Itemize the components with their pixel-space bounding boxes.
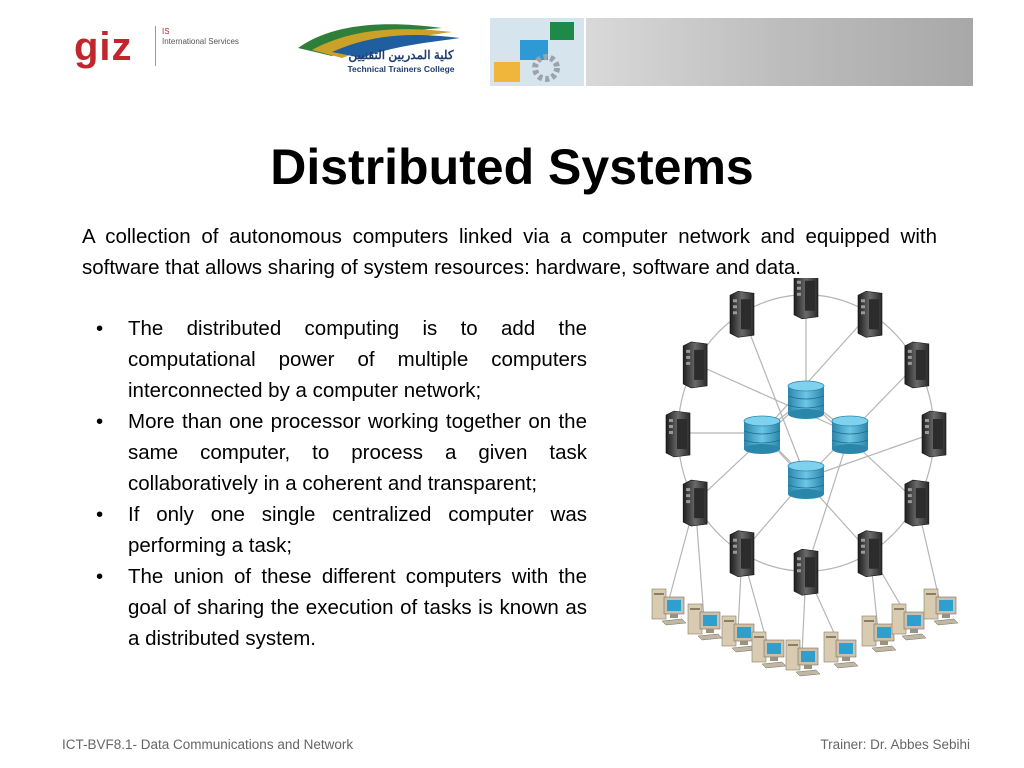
college-name-arabic: كلية المدربين التقنيين	[348, 48, 454, 62]
distributed-network-diagram	[651, 278, 959, 677]
server-tower-icon	[729, 290, 755, 338]
server-tower-icon	[921, 410, 947, 458]
gear-logo	[490, 18, 584, 86]
bullet-item: • If only one single centralized computer…	[96, 499, 587, 561]
giz-services-label: International Services	[162, 37, 239, 46]
network-link	[694, 363, 851, 434]
slide-header: giz IS International Services كلية المدر…	[0, 0, 1024, 100]
header-gradient-bar	[586, 18, 973, 86]
bullet-text: The union of these different computers w…	[128, 565, 587, 650]
slide-title: Distributed Systems	[270, 139, 754, 195]
network-nodes	[651, 278, 959, 677]
bullet-text: If only one single centralized computer …	[128, 503, 587, 557]
server-tower-icon	[793, 548, 819, 596]
server-tower-icon	[904, 341, 930, 389]
workstation-computer-icon	[861, 615, 897, 653]
college-name-english: Technical Trainers College	[347, 64, 455, 74]
workstation-computer-icon	[751, 631, 787, 669]
server-tower-icon	[793, 278, 819, 320]
bullet-dot: •	[96, 565, 104, 588]
workstation-computer-icon	[891, 603, 927, 641]
workstation-computer-icon	[721, 615, 757, 653]
bullet-list: • The distributed computing is to add the…	[96, 313, 587, 654]
server-tower-icon	[729, 530, 755, 578]
bullet-dot: •	[96, 410, 104, 433]
bullet-dot: •	[96, 317, 104, 340]
database-cylinder-icon	[787, 460, 825, 499]
workstation-computer-icon	[785, 639, 821, 677]
database-cylinder-icon	[743, 415, 781, 454]
server-tower-icon	[682, 479, 708, 527]
network-link	[741, 313, 807, 479]
bullet-dot: •	[96, 503, 104, 526]
giz-is-label: IS	[162, 27, 170, 36]
bullet-item: • The distributed computing is to add the…	[96, 313, 587, 406]
logo-divider	[155, 26, 156, 66]
database-cylinder-icon	[787, 380, 825, 419]
server-tower-icon	[665, 410, 691, 458]
footer-trainer: Trainer: Dr. Abbes Sebihi	[820, 737, 970, 752]
server-tower-icon	[682, 341, 708, 389]
bullet-item: • More than one processor working togethe…	[96, 406, 587, 499]
workstation-computer-icon	[823, 631, 859, 669]
database-cylinder-icon	[831, 415, 869, 454]
server-tower-icon	[904, 479, 930, 527]
giz-logo: giz	[74, 25, 133, 69]
intro-paragraph: A collection of autonomous computers lin…	[82, 225, 937, 279]
workstation-computer-icon	[687, 603, 723, 641]
footer-course: ICT-BVF8.1- Data Communications and Netw…	[62, 737, 354, 752]
server-tower-icon	[857, 530, 883, 578]
network-link	[761, 312, 871, 434]
workstation-computer-icon	[923, 588, 959, 626]
gear-icon	[494, 22, 574, 82]
bullet-text: More than one processor working together…	[128, 410, 587, 495]
server-tower-icon	[857, 290, 883, 338]
giz-subtitle: IS International Services	[162, 27, 239, 47]
college-logo-icon	[298, 24, 460, 58]
bullet-text: The distributed computing is to add the …	[128, 317, 587, 402]
network-link	[805, 432, 935, 479]
workstation-computer-icon	[651, 588, 687, 626]
network-link	[805, 432, 851, 572]
bullet-item: • The union of these different computers …	[96, 561, 587, 654]
